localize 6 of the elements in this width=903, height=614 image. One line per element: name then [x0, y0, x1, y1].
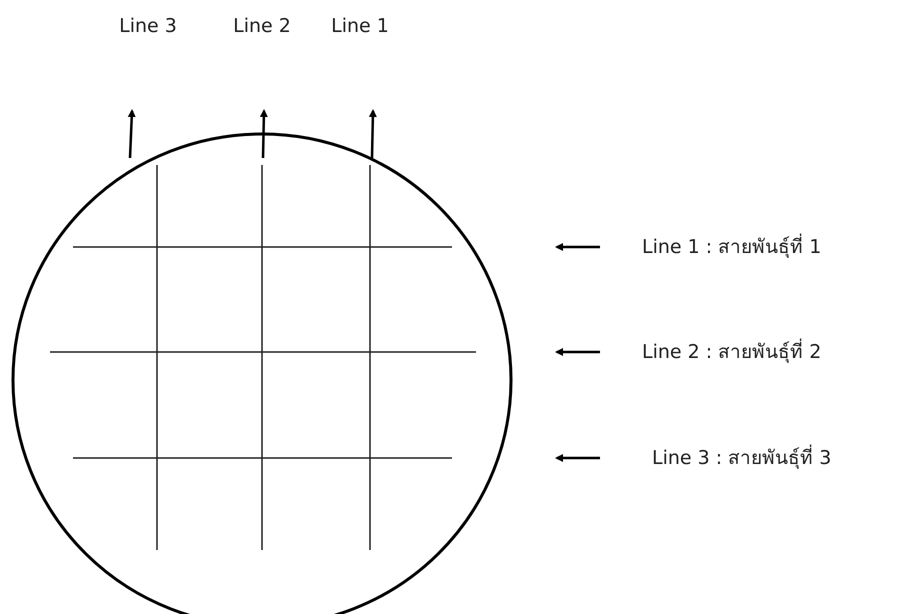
row-label: Line 2 : สายพันธุ์ที่ 2	[642, 340, 822, 364]
column-label: Line 3	[119, 14, 177, 38]
column-label: Line 2	[233, 14, 291, 38]
row-label: Line 1 : สายพันธุ์ที่ 1	[642, 235, 822, 259]
column-label: Line 1	[331, 14, 389, 38]
row-label: Line 3 : สายพันธุ์ที่ 3	[652, 446, 832, 470]
